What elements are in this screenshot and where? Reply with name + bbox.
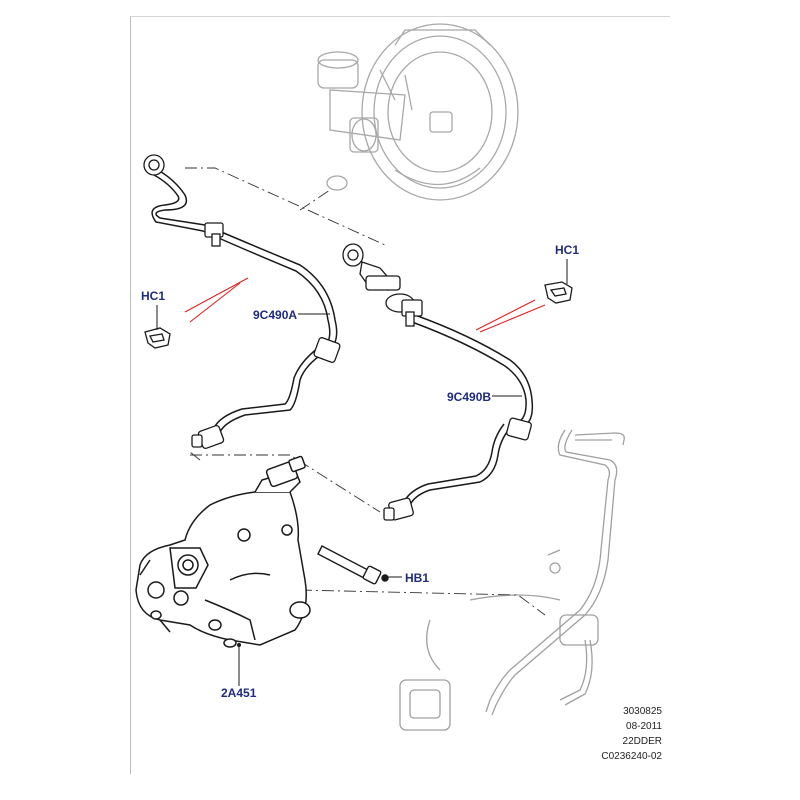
callout-hose-9c490a: 9C490A [253,308,298,322]
reference-line-4: C0236240-02 [601,751,662,762]
fuel-pump [135,455,311,648]
vacuum-line-ghost [399,429,625,731]
construction-lines [185,167,546,616]
callout-bolt-hb1: HB1 [405,571,430,585]
hb1-bolt [317,545,389,585]
hose-9c490a [151,169,338,433]
callout-pump-2a451: 2A451 [221,686,257,700]
leader-lines [156,259,568,686]
callout-hc1-left: HC1 [141,289,166,303]
reference-line-1: 3030825 [623,706,662,717]
diagram-panel [130,16,670,774]
hc1-clip-right [544,281,573,304]
reference-line-3: 22DDER [622,736,662,747]
hose-9c490a-fittings [143,154,341,450]
hose-9c490b-fittings [342,243,532,521]
hc1-clip-left [144,327,171,349]
leader-dot [237,643,241,647]
callout-hose-9c490b: 9C490B [447,390,492,404]
hose-9c490b [403,314,534,506]
reference-line-2: 08-2011 [626,721,662,732]
callout-hc1-right: HC1 [555,243,580,257]
brake-booster-ghost [317,23,519,201]
highlight-lines [184,277,546,333]
